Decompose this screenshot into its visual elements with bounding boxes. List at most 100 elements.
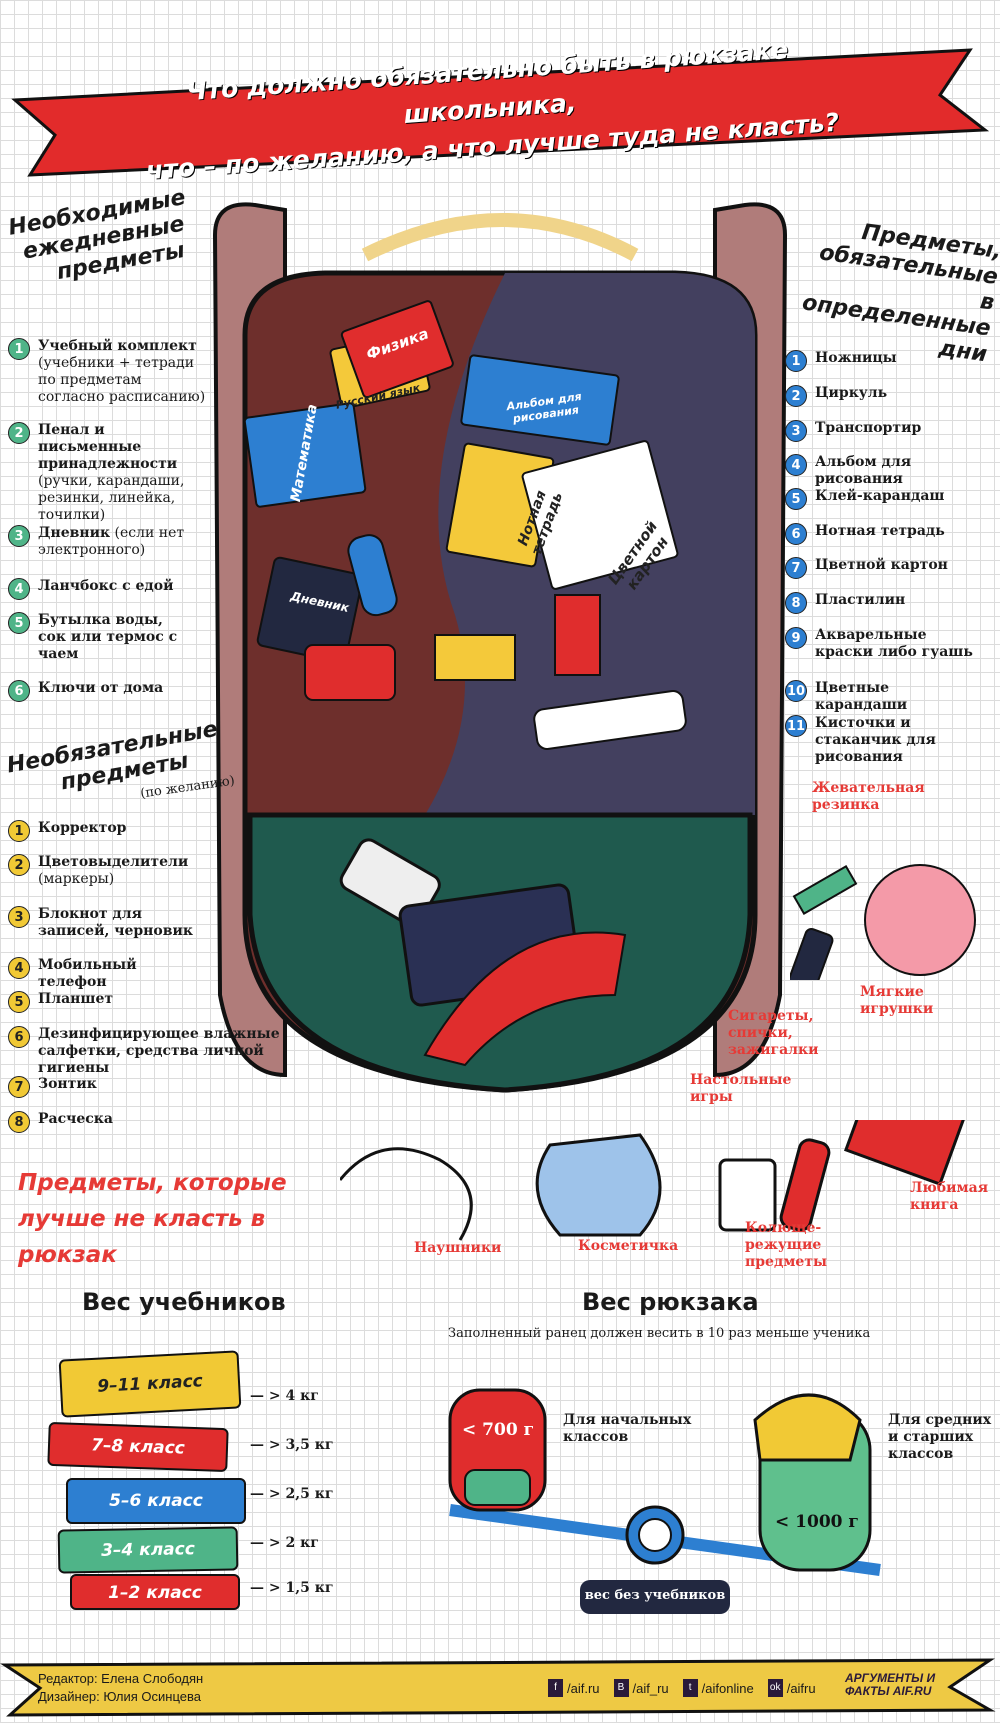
senior-weight-label: Для средних и старших классов — [888, 1412, 992, 1462]
number-badge: 4 — [785, 454, 807, 476]
item-title: Учебный комплект — [38, 338, 197, 354]
odnoklassniki-link[interactable]: ok/aifru — [767, 1679, 816, 1697]
cosmetic-bag-icon — [535, 1133, 662, 1237]
book-row: 1–2 класс — [70, 1574, 240, 1610]
item-title: Мобильный телефон — [38, 957, 137, 990]
number-badge: 5 — [785, 488, 807, 510]
weight-value: > 2,5 кг — [268, 1486, 334, 1502]
item-title: Дезинфицирующее влажные салфетки, средст… — [38, 1026, 280, 1076]
not-recommended-illustrations — [340, 1120, 980, 1241]
umbrella — [423, 931, 627, 1067]
item-title: Корректор — [38, 820, 127, 836]
soft-toy-icon — [864, 864, 976, 976]
scale-base — [580, 1580, 730, 1614]
number-badge: 6 — [8, 680, 30, 702]
label-games: Настольные игры — [690, 1072, 792, 1105]
item-title: Кисточки и стаканчик для рисования — [815, 715, 936, 765]
social-links: f/aif.ru В/aif_ru t/aifonline ok/aifru — [548, 1679, 830, 1697]
number-badge: 8 — [785, 592, 807, 614]
handle — [361, 213, 639, 262]
weight-value: > 2 кг — [268, 1535, 319, 1551]
number-badge: 10 — [785, 680, 807, 702]
label-headphones: Наушники — [414, 1240, 502, 1256]
social-handle: /aif.ru — [567, 1680, 600, 1696]
number-badge: 1 — [8, 820, 30, 842]
facebook-link[interactable]: f/aif.ru — [548, 1679, 600, 1697]
number-badge: 11 — [785, 715, 807, 737]
item-title: Цветовыделители — [38, 854, 189, 870]
pencils — [554, 594, 601, 676]
toy-and-gum-illustrations — [790, 864, 976, 980]
scale-label: вес без учебников — [584, 1588, 726, 1603]
list-item: 3 Блокнот для записей, черновик — [8, 906, 208, 940]
item-title: Ключи от дома — [38, 680, 164, 696]
album — [460, 354, 620, 446]
editor-credit: Редактор: Елена Слободян — [38, 1671, 204, 1686]
diary — [256, 556, 364, 664]
weight-value: > 1,5 кг — [268, 1580, 334, 1596]
list-item: 11 Кисточки и стаканчик для рисования — [785, 715, 985, 766]
books-weight-heading: Вес учебников — [82, 1288, 286, 1316]
list-item: 8 Расческа — [8, 1111, 208, 1133]
primary-weight-value: < 700 г — [462, 1420, 534, 1440]
social-handle: /aifru — [786, 1680, 816, 1696]
number-badge: 3 — [785, 420, 807, 442]
weight-value: > 3,5 кг — [268, 1437, 334, 1453]
item-note: (учебники + тетради по предметам согласн… — [38, 355, 206, 405]
item-title: Акварельные краски либо гуашь — [815, 627, 973, 660]
headphones-icon — [340, 1147, 473, 1241]
aif-logo: АРГУМЕНТЫ И ФАКТЫ AIF.RU — [845, 1671, 936, 1698]
item-title: Альбом для рисования — [815, 454, 912, 487]
odnoklassniki-icon: ok — [767, 1679, 783, 1697]
list-item: 8 Пластилин — [785, 592, 985, 614]
primary-weight-label: Для начальных классов — [563, 1412, 692, 1445]
label-cosmetics: Косметичка — [578, 1238, 679, 1254]
weight-label: — > 2,5 кг — [250, 1486, 334, 1502]
weight-label: — > 3,5 кг — [250, 1437, 334, 1453]
bottle — [347, 534, 398, 617]
bag-weight-heading: Вес рюкзака — [582, 1288, 759, 1316]
item-title: Ножницы — [815, 350, 897, 366]
bag-weight-subtitle: Заполненный ранец должен весить в 10 раз… — [448, 1326, 871, 1341]
list-item: 9 Акварельные краски либо гуашь — [785, 627, 985, 661]
not-recommended-heading: Предметы, которые лучше не класть в рюкз… — [18, 1170, 287, 1268]
grade-label: 5–6 класс — [109, 1491, 203, 1511]
label-cigarettes: Сигареты, спички, зажигалки — [728, 1008, 819, 1058]
item-title: Блокнот для записей, черновик — [38, 906, 193, 939]
number-badge: 2 — [8, 422, 30, 444]
twitter-link[interactable]: t/aifonline — [682, 1679, 754, 1697]
lighter-icon — [790, 928, 834, 980]
lunchbox — [304, 644, 396, 701]
number-badge: 9 — [785, 627, 807, 649]
social-handle: /aif_ru — [632, 1680, 669, 1696]
senior-weight-value: < 1000 г — [775, 1512, 859, 1532]
item-title: Пластилин — [815, 592, 906, 608]
item-title: Расческа — [38, 1111, 113, 1127]
paints — [533, 690, 687, 750]
grade-label: 7–8 класс — [90, 1435, 186, 1459]
gum-icon — [792, 864, 858, 916]
item-title: Ланчбокс с едой — [38, 578, 174, 594]
number-badge: 3 — [8, 906, 30, 928]
certain-days-heading: Предметы, обязательные в определенные дн… — [787, 212, 1000, 369]
number-badge: 6 — [785, 523, 807, 545]
label-book: Любимая книга — [910, 1180, 989, 1213]
item-title: Дневник — [38, 525, 111, 541]
number-badge: 5 — [8, 612, 30, 634]
knife-icon — [779, 1138, 831, 1232]
list-item: 1 Корректор — [8, 820, 208, 842]
number-badge: 8 — [8, 1111, 30, 1133]
vk-link[interactable]: В/aif_ru — [613, 1679, 669, 1697]
